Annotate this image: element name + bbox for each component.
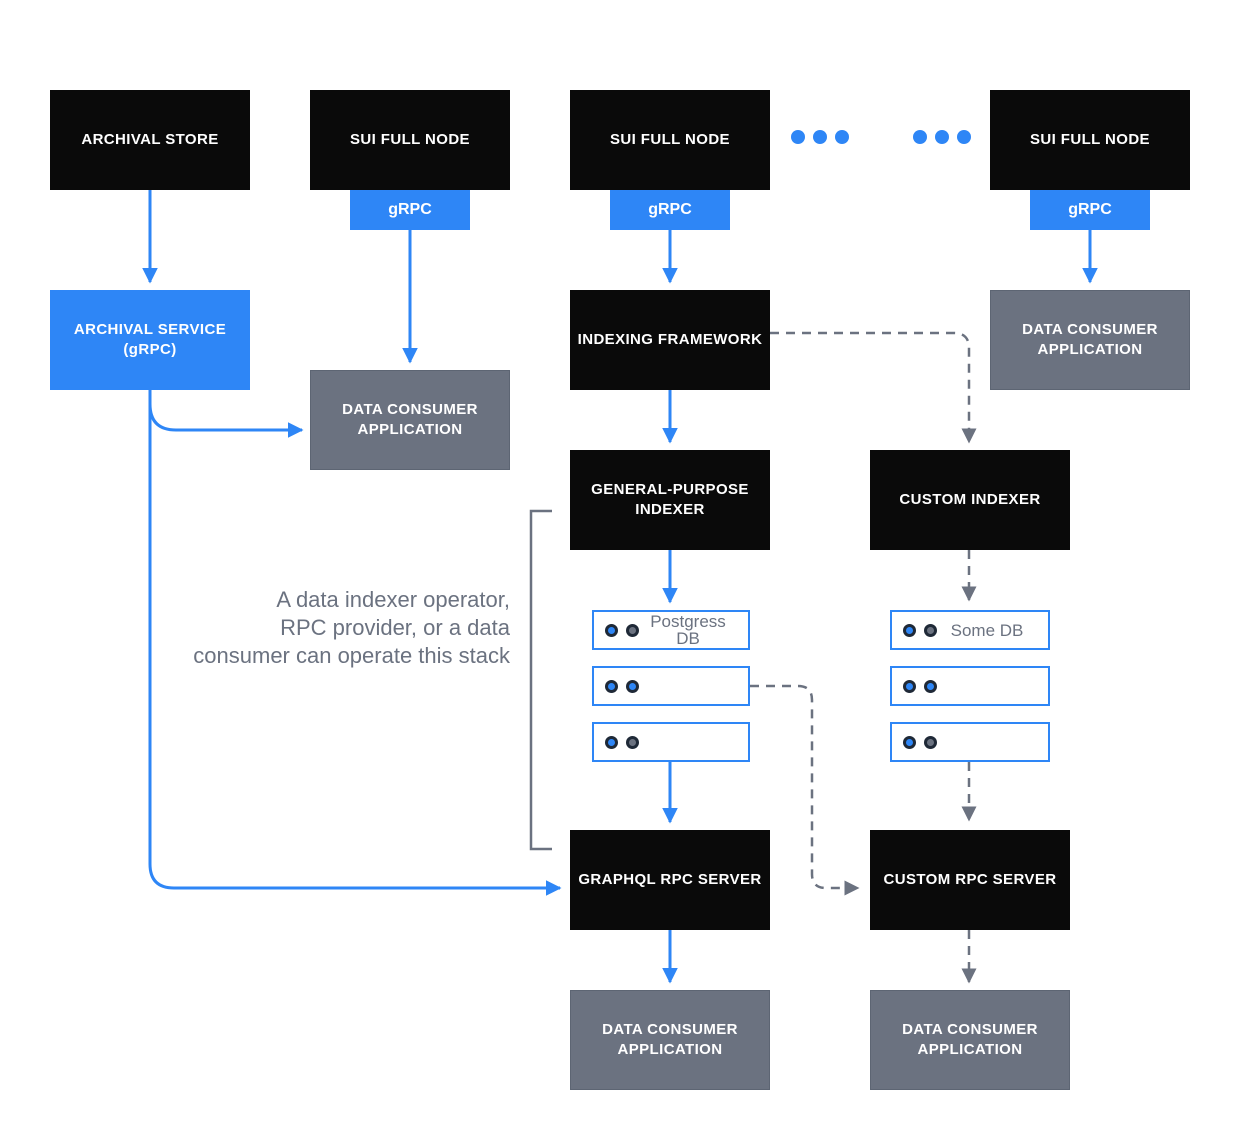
node-label: DATA CONSUMER APPLICATION — [1022, 321, 1158, 358]
node-sui-full-node-2: SUI FULL NODE — [570, 90, 770, 190]
db-row-right-3 — [890, 722, 1050, 762]
node-data-consumer-application-left-top: DATA CONSUMER APPLICATION — [310, 370, 510, 470]
gray-dot-icon — [626, 623, 639, 637]
node-label: SUI FULL NODE — [1030, 131, 1150, 148]
node-label: ARCHIVAL STORE — [81, 131, 219, 148]
db-row-left-3 — [592, 722, 750, 762]
blue-dot-icon — [605, 735, 618, 749]
node-sui-full-node-1: SUI FULL NODE — [310, 90, 510, 190]
edge-indexingframework-to-customindexer — [770, 331, 977, 444]
node-custom-indexer: CUSTOM INDEXER — [870, 450, 1070, 550]
db-row-left-2 — [592, 666, 750, 706]
grpc-tag-1: gRPC — [350, 190, 470, 230]
db-row-some-db: Some DB — [890, 610, 1050, 650]
db-row-postgress: Postgress DB — [592, 610, 750, 650]
node-label: DATA CONSUMER APPLICATION — [602, 1021, 738, 1058]
node-label: ARCHIVAL SERVICE (gRPC) — [73, 321, 227, 358]
node-label: DATA CONSUMER APPLICATION — [342, 401, 478, 438]
blue-dot-icon — [924, 679, 937, 693]
annotation-text: A data indexer operator, RPC provider, o… — [193, 587, 510, 668]
blue-dot-icon — [626, 679, 639, 693]
grpc-tag-label: gRPC — [1068, 201, 1112, 218]
gray-dot-icon — [924, 623, 937, 637]
node-graphql-rpc-server: GRAPHQL RPC SERVER — [570, 830, 770, 930]
stack-bracket — [529, 509, 552, 851]
grpc-tag-label: gRPC — [648, 201, 692, 218]
node-label: GRAPHQL RPC SERVER — [578, 871, 762, 888]
db-row-right-2 — [890, 666, 1050, 706]
gray-dot-icon — [626, 735, 639, 749]
blue-dot-icon — [903, 735, 916, 749]
node-data-consumer-application-bottom-right: DATA CONSUMER APPLICATION — [870, 990, 1070, 1090]
node-label: SUI FULL NODE — [610, 131, 730, 148]
db-dots-icon — [903, 679, 937, 693]
node-indexing-framework: INDEXING FRAMEWORK — [570, 290, 770, 390]
grpc-tag-2: gRPC — [610, 190, 730, 230]
gray-dot-icon — [924, 735, 937, 749]
db-dots-icon — [903, 735, 937, 749]
node-custom-rpc-server: CUSTOM RPC SERVER — [870, 830, 1070, 930]
node-label: CUSTOM RPC SERVER — [883, 871, 1057, 888]
blue-dot-icon — [903, 623, 916, 637]
db-row-label: Some DB — [950, 620, 1024, 640]
node-label: CUSTOM INDEXER — [899, 491, 1041, 508]
blue-dot-icon — [903, 679, 916, 693]
ellipsis-dots-icon — [791, 130, 971, 144]
node-archival-service: ARCHIVAL SERVICE (gRPC) — [50, 290, 250, 390]
node-data-consumer-application-right-top: DATA CONSUMER APPLICATION — [990, 290, 1190, 390]
node-general-purpose-indexer: GENERAL-PURPOSE INDEXER — [570, 450, 770, 550]
blue-dot-icon — [605, 623, 618, 637]
node-label: DATA CONSUMER APPLICATION — [902, 1021, 1038, 1058]
db-dots-icon — [605, 679, 639, 693]
blue-dot-icon — [605, 679, 618, 693]
edge-archivalservice-to-dca — [148, 403, 304, 438]
node-data-consumer-application-bottom-left: DATA CONSUMER APPLICATION — [570, 990, 770, 1090]
node-label: GENERAL-PURPOSE INDEXER — [591, 481, 749, 518]
db-row-label: Postgress DB — [650, 612, 726, 648]
grpc-tag-label: gRPC — [388, 201, 432, 218]
db-dots-icon — [903, 623, 937, 637]
node-archival-store: ARCHIVAL STORE — [50, 90, 250, 190]
db-dots-icon — [605, 623, 639, 637]
node-label: SUI FULL NODE — [350, 131, 470, 148]
node-sui-full-node-3: SUI FULL NODE — [990, 90, 1190, 190]
db-dots-icon — [605, 735, 639, 749]
grpc-tag-3: gRPC — [1030, 190, 1150, 230]
node-label: INDEXING FRAMEWORK — [577, 331, 763, 348]
